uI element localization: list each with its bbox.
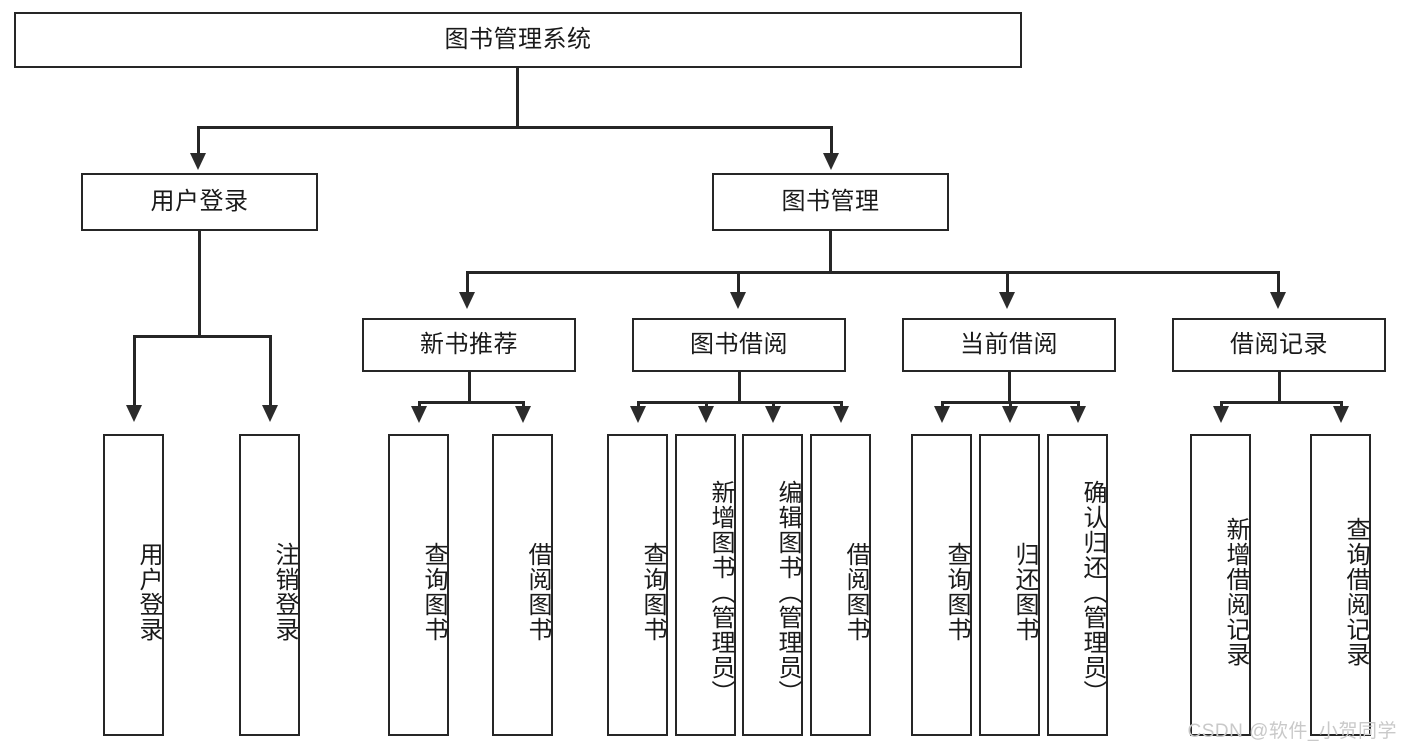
node-label: 注销登录 (271, 542, 298, 642)
edge-bm-drop-1 (466, 271, 469, 295)
edge-nbr-stem (468, 372, 471, 401)
arrowhead-leaf-edit-book (765, 406, 781, 423)
node-label: 当前借阅 (960, 330, 1058, 358)
node-label: 编辑图书（管理员） (774, 479, 801, 705)
node-label: 借阅图书 (842, 542, 869, 642)
edge-book-manage-bus (466, 271, 1280, 274)
edge-cb-stem (1008, 372, 1011, 401)
node-label: 查询图书 (420, 542, 447, 642)
node-label: 查询借阅记录 (1342, 517, 1369, 667)
arrowhead-borrow-record (1270, 292, 1286, 309)
node-label: 归还图书 (1011, 542, 1038, 642)
edge-cb-drop-2 (1009, 401, 1012, 409)
node-leaf-confirm-return[interactable]: 确认归还（管理员） (1047, 434, 1108, 736)
node-leaf-add-record[interactable]: 新增借阅记录 (1190, 434, 1251, 736)
edge-nbr-bus (418, 401, 522, 404)
node-label: 确认归还（管理员） (1079, 479, 1106, 705)
node-label: 借阅图书 (524, 542, 551, 642)
edge-nbr-drop-1 (418, 401, 421, 409)
edge-to-book-manage (830, 126, 833, 156)
edge-root-bus (197, 126, 833, 129)
node-leaf-return-book[interactable]: 归还图书 (979, 434, 1040, 736)
arrowhead-leaf-add-record (1213, 406, 1229, 423)
node-label: 用户登录 (150, 187, 249, 215)
edge-user-login-drop-2 (269, 335, 272, 407)
edge-to-user-login (197, 126, 200, 156)
node-leaf-add-book[interactable]: 新增图书（管理员） (675, 434, 736, 736)
node-label: 用户登录 (135, 542, 162, 642)
arrowhead-user-login (190, 153, 206, 170)
node-leaf-user-login[interactable]: 用户登录 (103, 434, 164, 736)
edge-nbr-drop-2 (522, 401, 525, 409)
arrowhead-leaf-borrow-book-2 (833, 406, 849, 423)
edge-user-login-drop-1 (133, 335, 136, 407)
edge-bb-drop-3 (772, 401, 775, 409)
arrowhead-leaf-return-book (1002, 406, 1018, 423)
node-new-book-recommend[interactable]: 新书推荐 (362, 318, 576, 372)
edge-book-manage-stem (829, 231, 832, 271)
node-leaf-logout-login[interactable]: 注销登录 (239, 434, 300, 736)
arrowhead-leaf-logout-login (262, 405, 278, 422)
edge-root-stem (516, 68, 519, 126)
arrowhead-book-borrow (730, 292, 746, 309)
edge-user-login-bus (133, 335, 269, 338)
node-leaf-borrow-book-1[interactable]: 借阅图书 (492, 434, 553, 736)
node-label: 图书借阅 (690, 330, 788, 358)
node-label: 新增图书（管理员） (707, 479, 734, 705)
node-label: 借阅记录 (1230, 330, 1328, 358)
edge-bb-drop-2 (705, 401, 708, 409)
arrowhead-leaf-borrow-book-1 (515, 406, 531, 423)
node-leaf-query-record[interactable]: 查询借阅记录 (1310, 434, 1371, 736)
edge-bm-drop-4 (1277, 271, 1280, 295)
node-leaf-query-book-2[interactable]: 查询图书 (607, 434, 668, 736)
arrowhead-leaf-query-book-1 (411, 406, 427, 423)
edge-bb-drop-1 (637, 401, 640, 409)
edge-br-bus (1220, 401, 1340, 404)
node-label: 图书管理系统 (444, 25, 592, 53)
arrowhead-leaf-query-record (1333, 406, 1349, 423)
edge-bm-drop-3 (1006, 271, 1009, 295)
edge-bb-stem (738, 372, 741, 401)
edge-cb-drop-1 (941, 401, 944, 409)
watermark-text: CSDN @软件_小贺同学 (1187, 721, 1397, 742)
arrowhead-leaf-confirm-return (1070, 406, 1086, 423)
node-user-login[interactable]: 用户登录 (81, 173, 318, 231)
arrowhead-leaf-user-login (126, 405, 142, 422)
node-book-manage[interactable]: 图书管理 (712, 173, 949, 231)
node-borrow-record[interactable]: 借阅记录 (1172, 318, 1386, 372)
node-root-book-management-system[interactable]: 图书管理系统 (14, 12, 1022, 68)
edge-bm-drop-2 (737, 271, 740, 295)
edge-bb-bus (637, 401, 840, 404)
node-leaf-query-book-3[interactable]: 查询图书 (911, 434, 972, 736)
edge-br-stem (1278, 372, 1281, 401)
arrowhead-new-book-recommend (459, 292, 475, 309)
node-leaf-query-book-1[interactable]: 查询图书 (388, 434, 449, 736)
edge-br-drop-2 (1340, 401, 1343, 409)
arrowhead-current-borrow (999, 292, 1015, 309)
edge-cb-drop-3 (1077, 401, 1080, 409)
edge-user-login-stem (198, 231, 201, 335)
arrowhead-leaf-query-book-3 (934, 406, 950, 423)
node-label: 新增借阅记录 (1222, 517, 1249, 667)
node-leaf-borrow-book-2[interactable]: 借阅图书 (810, 434, 871, 736)
edge-br-drop-1 (1220, 401, 1223, 409)
arrowhead-leaf-query-book-2 (630, 406, 646, 423)
node-label: 图书管理 (781, 187, 880, 215)
node-label: 查询图书 (943, 542, 970, 642)
node-label: 查询图书 (639, 542, 666, 642)
node-label: 新书推荐 (420, 330, 518, 358)
node-leaf-edit-book[interactable]: 编辑图书（管理员） (742, 434, 803, 736)
arrowhead-book-manage (823, 153, 839, 170)
node-book-borrow[interactable]: 图书借阅 (632, 318, 846, 372)
edge-bb-drop-4 (840, 401, 843, 409)
node-current-borrow[interactable]: 当前借阅 (902, 318, 1116, 372)
arrowhead-leaf-add-book (698, 406, 714, 423)
